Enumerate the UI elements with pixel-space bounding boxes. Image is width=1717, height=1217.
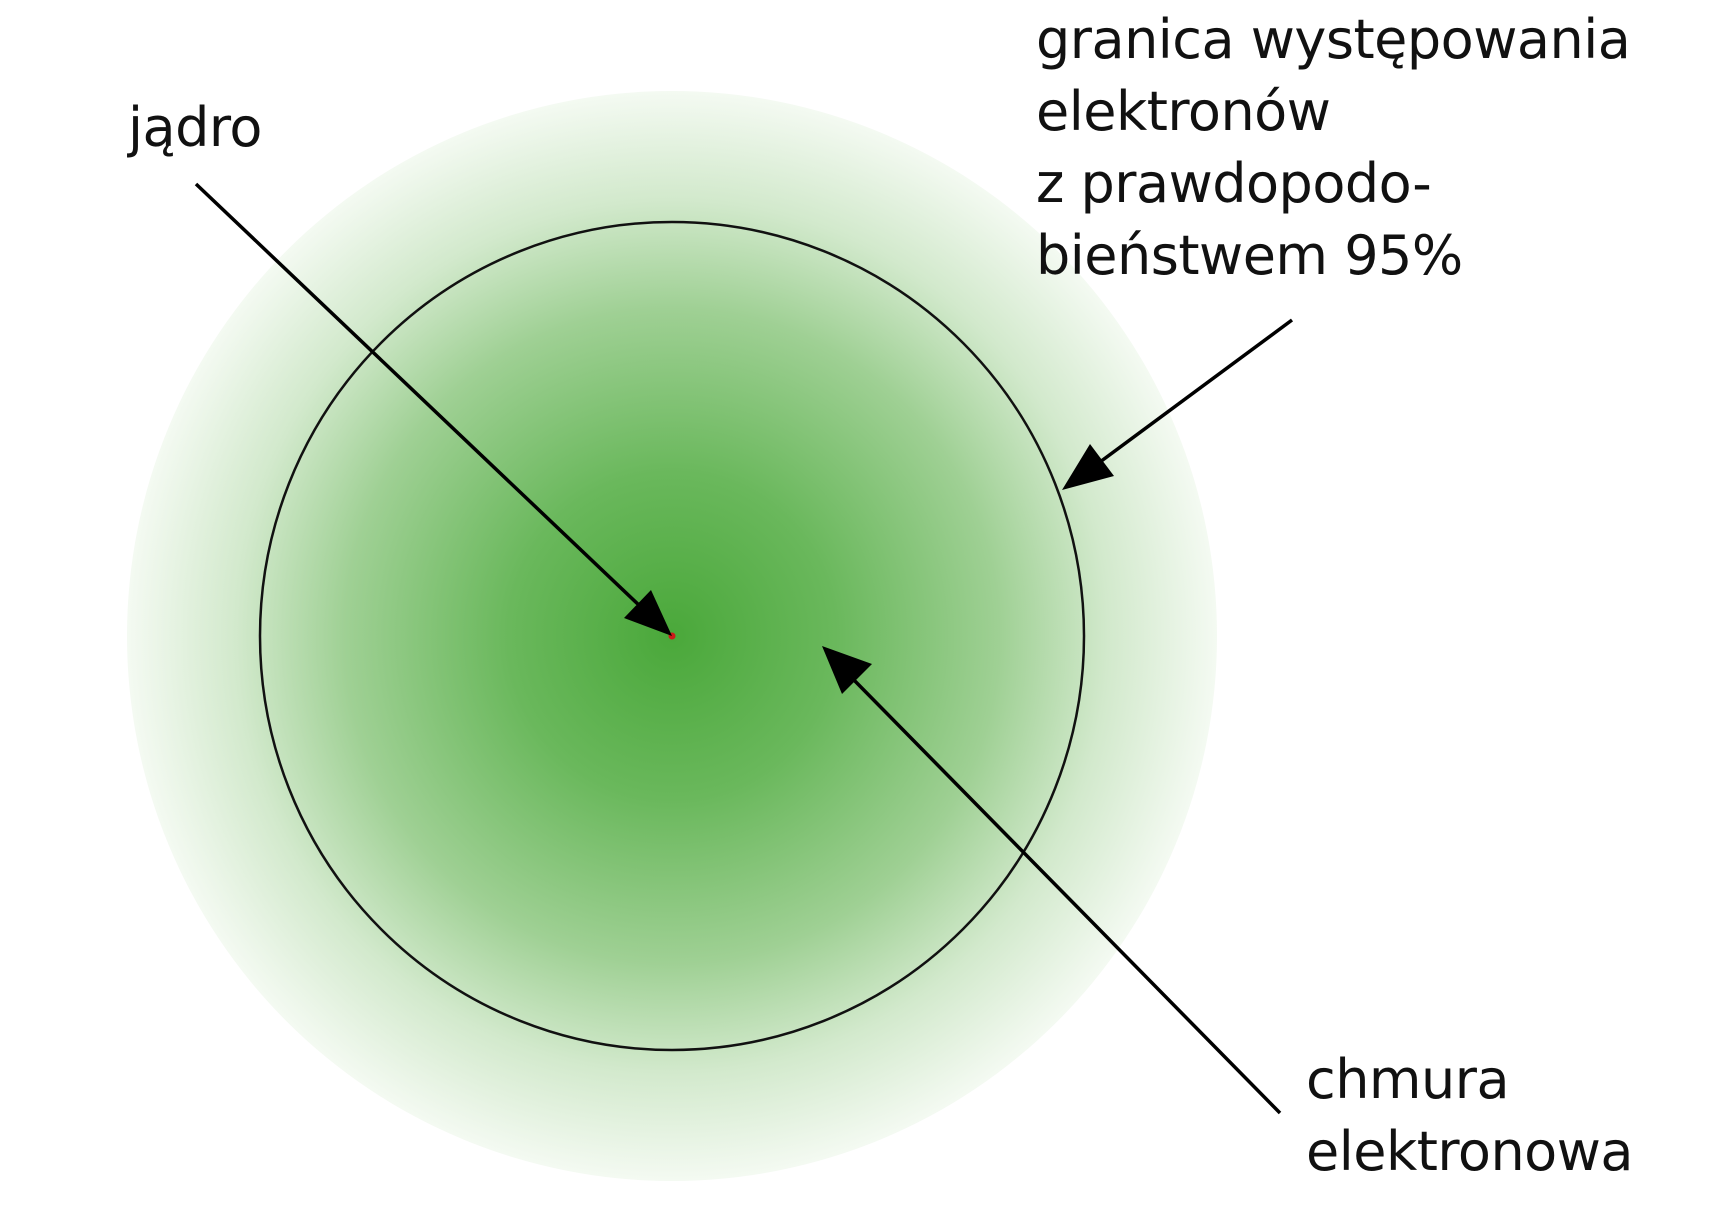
nucleus-label-text: jądro: [128, 96, 262, 159]
boundary-arrow-head: [1062, 444, 1114, 490]
probability-boundary: [258, 220, 1086, 1052]
cloud-arrow-line: [848, 674, 1282, 1115]
boundary-label-line: elektronów: [1036, 80, 1331, 143]
cloud-label-line: elektronowa: [1306, 1120, 1633, 1183]
boundary-label-line: granica występowania: [1036, 8, 1631, 71]
boundary-label-line: z prawdopodo-: [1036, 152, 1432, 215]
boundary-arrow-line: [1098, 318, 1294, 464]
boundary-label-line: bieństwem 95%: [1036, 224, 1463, 287]
nucleus-arrow-head: [624, 590, 672, 636]
cloud-arrow-head: [822, 646, 872, 694]
nucleus-arrow-line: [194, 182, 644, 610]
boundary-label: granica występowania elektronów z prawdo…: [1036, 4, 1631, 292]
cloud-label: chmura elektronowa: [1306, 1044, 1633, 1188]
cloud-label-line: chmura: [1306, 1048, 1510, 1111]
nucleus-label: jądro: [128, 92, 262, 164]
